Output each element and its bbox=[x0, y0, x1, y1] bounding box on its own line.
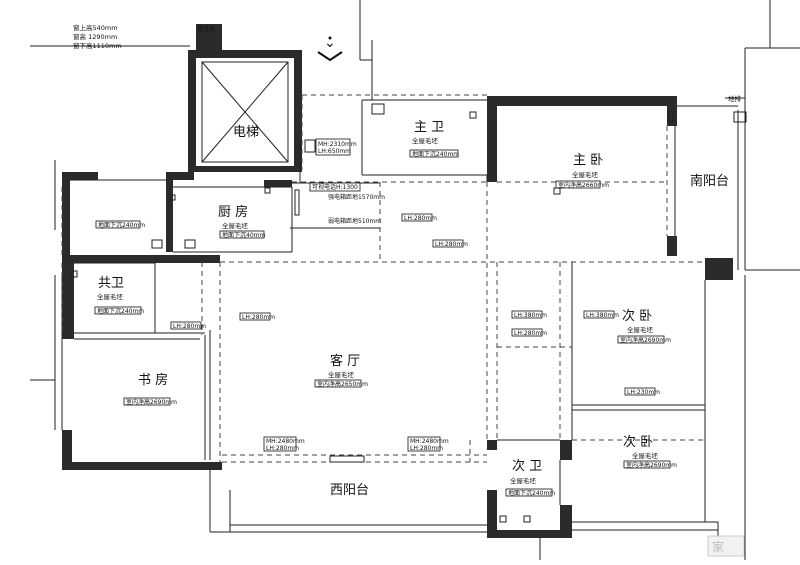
second-bed-upper-label: 次 卧 bbox=[622, 308, 652, 324]
tag-box-low: 弱电箱距地510mm bbox=[328, 217, 381, 225]
study-label: 书 房 bbox=[138, 372, 168, 388]
second-bath-finish: 全屋毛坯 bbox=[510, 476, 537, 485]
master-bed-label: 主 卧 bbox=[573, 153, 603, 168]
window-note-1: 窗上高540mm bbox=[73, 23, 118, 32]
tag-net-living: 室内净高2650mm bbox=[317, 380, 368, 388]
master-bath-label: 主 卫 bbox=[414, 120, 444, 135]
tag-drop-common: 地面下沉240mm bbox=[97, 307, 144, 315]
tag-lh-elev: LH:650mm bbox=[318, 148, 351, 155]
tag-lh-280-d: LH:280mm bbox=[173, 323, 206, 330]
floor-drain-label: 地排 bbox=[728, 94, 742, 103]
tag-mh-elev: MH:2310mm bbox=[318, 141, 357, 148]
tag-drop-laundry: 地面下沉240mm bbox=[98, 221, 145, 229]
kitchen-label: 厨 房 bbox=[218, 204, 248, 220]
tag-drop-kitchen: 地面下沉40mm bbox=[222, 231, 265, 239]
living-finish: 全屋毛坯 bbox=[328, 370, 355, 379]
tag-lh-230: LH:230mm bbox=[627, 389, 660, 396]
partitions bbox=[70, 99, 738, 522]
tag-drop-master-bath: 地面下沉240mm bbox=[412, 150, 459, 158]
kitchen-finish: 全屋毛坯 bbox=[222, 221, 249, 230]
window-note-2: 窗高 1290mm bbox=[73, 32, 117, 41]
room-labels: 主 卫 全屋毛坯 主 卧 全屋毛坯 南阳台 地排 厨 房 全屋毛坯 共卫 全屋毛… bbox=[97, 94, 742, 498]
window-notes: 窗上高540mm 窗高 1290mm 窗下高1110mm bbox=[73, 23, 122, 50]
height-tags: MH:2310mm LH:650mm 可视电话H:1300 强电箱距地1570m… bbox=[94, 138, 677, 497]
fixtures bbox=[70, 97, 747, 523]
svg-text:⌄: ⌄ bbox=[324, 35, 336, 51]
common-bath-finish: 全屋毛坯 bbox=[97, 292, 124, 301]
tag-lh-280-b: LH:280mm bbox=[435, 241, 468, 248]
tag-lh-380b: LH:380mm bbox=[586, 312, 619, 319]
tag-mh-2480-a: MH:2480mm bbox=[266, 438, 305, 445]
tag-lh-280-c: LH:280mm bbox=[242, 314, 275, 321]
shaft-tag: 管道井 bbox=[197, 25, 215, 33]
second-bed-lower-label: 次 卧 bbox=[623, 434, 653, 450]
walls bbox=[62, 24, 733, 538]
second-bed-upper-finish: 全屋毛坯 bbox=[627, 325, 654, 334]
common-bath-label: 共卫 bbox=[98, 276, 124, 291]
tag-net-study: 室内净高2690mm bbox=[126, 398, 177, 406]
tag-drop-second-bath: 地面下沉240mm bbox=[508, 489, 555, 497]
living-label: 客 厅 bbox=[330, 353, 360, 369]
west-balcony-label: 西阳台 bbox=[330, 483, 369, 498]
tag-net-master-bed: 室内净高2660mm bbox=[558, 181, 609, 189]
window-note-3: 窗下高1110mm bbox=[73, 41, 122, 50]
second-bed-lower-finish: 全屋毛坯 bbox=[632, 451, 659, 460]
tag-lh-280-e: LH:280mm bbox=[514, 330, 547, 337]
tag-mh-2480-b: MH:2480mm bbox=[410, 438, 449, 445]
north-arrow-icon: ⌄ bbox=[317, 35, 343, 62]
dashed-lines bbox=[61, 94, 705, 463]
south-balcony-label: 南阳台 bbox=[690, 173, 729, 189]
master-bath-finish: 全屋毛坯 bbox=[412, 136, 439, 145]
tag-net-bed-lower: 室内净高2690mm bbox=[626, 461, 677, 469]
tag-net-bed-upper: 室内净高2690mm bbox=[620, 336, 671, 344]
elevator-shaft: 电梯 管道井 bbox=[197, 25, 289, 163]
tag-box-high: 强电箱距地1570mm bbox=[328, 193, 385, 201]
elevator-label: 电梯 bbox=[233, 125, 259, 140]
tag-lh-280-a: LH:280mm bbox=[404, 215, 437, 222]
tag-lh-380: LH:380mm bbox=[514, 312, 547, 319]
tag-lh-280-f: LH:280mm bbox=[266, 445, 299, 452]
tag-lh-280-g: LH:280mm bbox=[410, 445, 443, 452]
watermark-text: 家 bbox=[712, 539, 724, 554]
second-bath-label: 次 卫 bbox=[512, 458, 542, 474]
tag-tv-height: 可视电话H:1300 bbox=[312, 183, 358, 191]
master-bed-finish: 全屋毛坯 bbox=[572, 170, 599, 179]
watermark-badge: 家 bbox=[707, 535, 745, 557]
outline-lines bbox=[30, 0, 800, 560]
